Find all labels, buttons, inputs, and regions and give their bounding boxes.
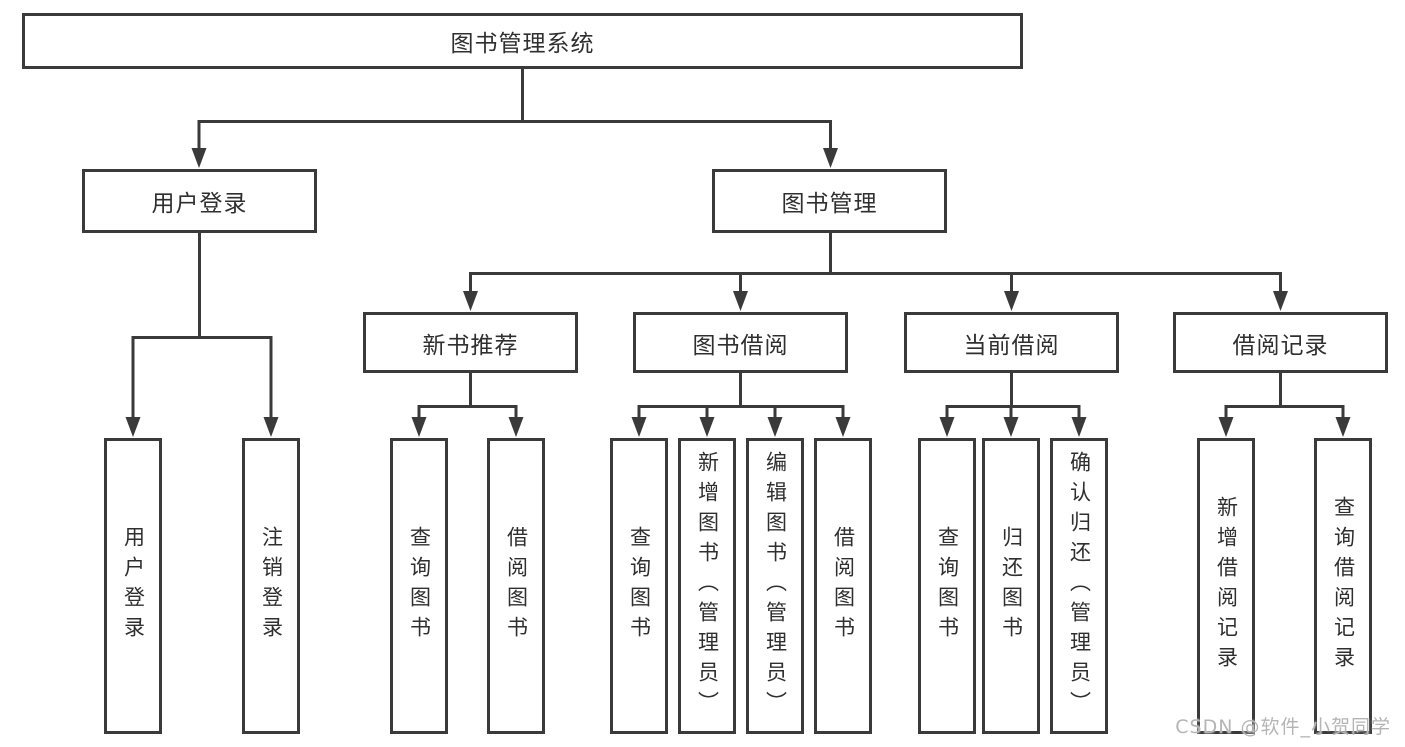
leaf-query-books-current: 查询图书 bbox=[918, 438, 976, 734]
leaf-confirm-return-admin: 确认归还（管理员） bbox=[1050, 438, 1108, 734]
leaf-return-books: 归还图书 bbox=[982, 438, 1040, 734]
connector-borrow-record-children bbox=[1218, 373, 1351, 437]
node-label: 借阅记录 bbox=[1232, 332, 1329, 359]
node-label: 查询借阅记录 bbox=[1331, 496, 1356, 676]
connector-user-login-children bbox=[125, 233, 279, 437]
node-label: 确认归还（管理员） bbox=[1067, 451, 1092, 721]
node-label: 借阅图书 bbox=[504, 526, 529, 646]
node-label: 注销登录 bbox=[259, 526, 284, 646]
node-library-management-system: 图书管理系统 bbox=[22, 13, 1023, 69]
leaf-add-borrow-record: 新增借阅记录 bbox=[1197, 438, 1255, 734]
node-current-borrowing: 当前借阅 bbox=[904, 312, 1119, 373]
leaf-user-login: 用户登录 bbox=[104, 438, 162, 734]
node-label: 图书管理系统 bbox=[450, 31, 595, 57]
node-label: 新增图书（管理员） bbox=[695, 451, 720, 721]
csdn-watermark: CSDN @软件_小贺同学 bbox=[1175, 716, 1391, 738]
leaf-add-books-admin: 新增图书（管理员） bbox=[678, 438, 736, 734]
connector-current-borrow-children bbox=[939, 373, 1087, 437]
node-label: 查询图书 bbox=[407, 526, 432, 646]
node-book-borrowing: 图书借阅 bbox=[633, 312, 848, 373]
node-label: 借阅图书 bbox=[831, 526, 856, 646]
node-new-book-recommendation: 新书推荐 bbox=[363, 312, 578, 373]
node-borrowing-record: 借阅记录 bbox=[1173, 312, 1388, 373]
node-label: 当前借阅 bbox=[963, 332, 1060, 359]
node-label: 归还图书 bbox=[999, 526, 1024, 646]
leaf-logout: 注销登录 bbox=[242, 438, 300, 734]
connector-book-borrow-children bbox=[631, 373, 851, 437]
connector-book-mgmt-to-level3 bbox=[463, 233, 1288, 311]
node-label: 图书借阅 bbox=[692, 332, 789, 359]
leaf-query-books-borrow: 查询图书 bbox=[610, 438, 668, 734]
connector-new-rec-children bbox=[411, 373, 524, 437]
node-book-management: 图书管理 bbox=[712, 169, 947, 233]
node-label: 查询图书 bbox=[627, 526, 652, 646]
node-label: 用户登录 bbox=[121, 526, 146, 646]
leaf-borrow-books: 借阅图书 bbox=[814, 438, 872, 734]
connector-root-to-level2 bbox=[191, 69, 838, 168]
leaf-query-borrow-record: 查询借阅记录 bbox=[1314, 438, 1372, 734]
node-label: 编辑图书（管理员） bbox=[763, 451, 788, 721]
leaf-borrow-books-newrec: 借阅图书 bbox=[487, 438, 545, 734]
node-label: 用户登录 bbox=[151, 191, 248, 217]
node-label: 查询图书 bbox=[935, 526, 960, 646]
leaf-edit-books-admin: 编辑图书（管理员） bbox=[746, 438, 804, 734]
node-label: 新书推荐 bbox=[422, 332, 519, 359]
node-label: 图书管理 bbox=[781, 191, 878, 217]
leaf-query-books-newrec: 查询图书 bbox=[390, 438, 448, 734]
node-label: 新增借阅记录 bbox=[1214, 496, 1239, 676]
node-user-login: 用户登录 bbox=[82, 169, 317, 233]
